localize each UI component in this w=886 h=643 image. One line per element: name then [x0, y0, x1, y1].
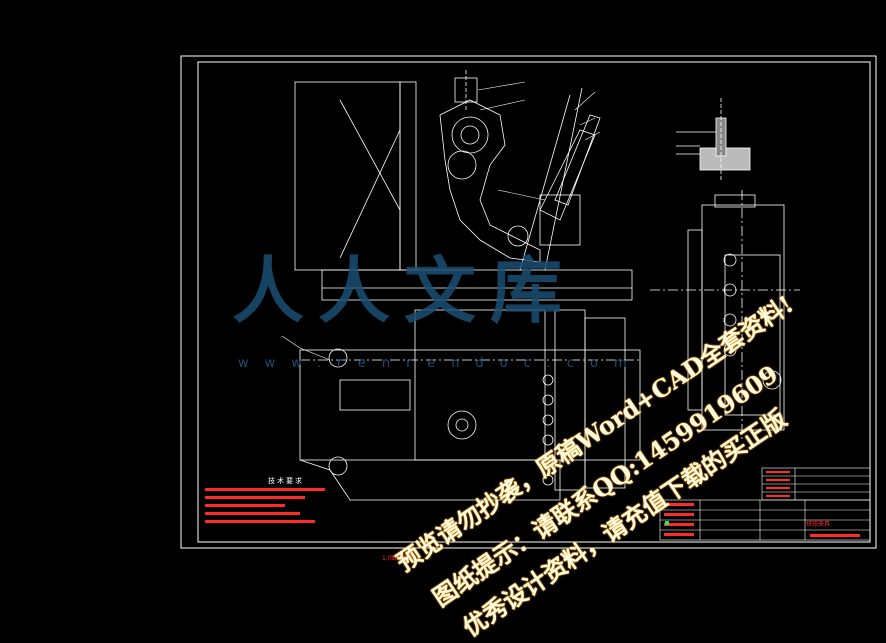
- title-block-name: 铣钳夹具: [806, 521, 831, 528]
- cad-drawing: [180, 55, 877, 549]
- leader-lines: [281, 81, 601, 361]
- section-detail: [676, 98, 751, 180]
- cad-drawing-sheet: 技术要求 1.(图纸提示)...... 铣钳夹具 人人文库 www.renren…: [180, 55, 877, 642]
- title-block: [659, 467, 871, 541]
- tech-requirements-title: 技术要求: [268, 477, 304, 485]
- plan-view: [299, 309, 641, 501]
- title-block-fills: [664, 471, 860, 537]
- bottom-note: 1.(图纸提示)......: [382, 555, 428, 562]
- watermark-url: www.renrendoc.com: [238, 356, 643, 371]
- watermark-logo: 人人文库: [232, 248, 577, 333]
- tech-notes: [205, 488, 325, 523]
- side-view: [650, 190, 800, 440]
- front-view: [294, 70, 633, 301]
- outer-frame: [180, 55, 877, 549]
- inner-frame: [197, 61, 871, 543]
